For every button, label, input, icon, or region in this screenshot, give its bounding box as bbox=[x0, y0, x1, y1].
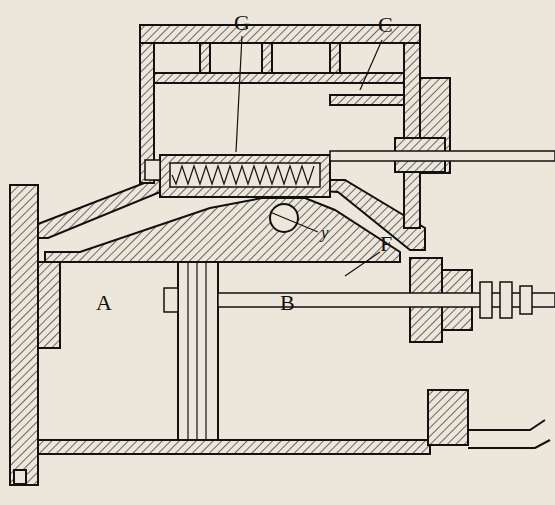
nut bbox=[145, 160, 160, 180]
slide-valve bbox=[160, 155, 330, 197]
valve-rod bbox=[330, 151, 555, 161]
end-cover bbox=[10, 185, 38, 485]
piston-rings bbox=[188, 262, 206, 440]
part-letter: G bbox=[234, 12, 250, 34]
part-letter: A bbox=[96, 292, 112, 314]
part-letter: y bbox=[321, 224, 329, 241]
leader-lines bbox=[236, 36, 382, 276]
casting bbox=[10, 25, 472, 485]
chest-wall bbox=[404, 43, 420, 228]
valve-spring-bore bbox=[170, 163, 320, 187]
chest-rib bbox=[330, 43, 340, 73]
part-letter: B bbox=[280, 292, 295, 314]
packing bbox=[480, 282, 532, 318]
cylinder-wall bbox=[38, 440, 430, 454]
spring-coil bbox=[172, 166, 314, 184]
chest-partition bbox=[330, 95, 404, 105]
cover-boss bbox=[38, 262, 60, 348]
cover-bolt bbox=[14, 470, 26, 484]
nut bbox=[164, 288, 178, 312]
piston bbox=[178, 262, 218, 440]
part-letter: F bbox=[380, 233, 392, 255]
chest-rib bbox=[262, 43, 272, 73]
valve-spring bbox=[172, 166, 314, 184]
exhaust-boss bbox=[428, 390, 468, 445]
part-letter: C bbox=[378, 14, 393, 36]
chest-rib bbox=[200, 43, 210, 73]
exhaust-pipe bbox=[468, 420, 550, 448]
